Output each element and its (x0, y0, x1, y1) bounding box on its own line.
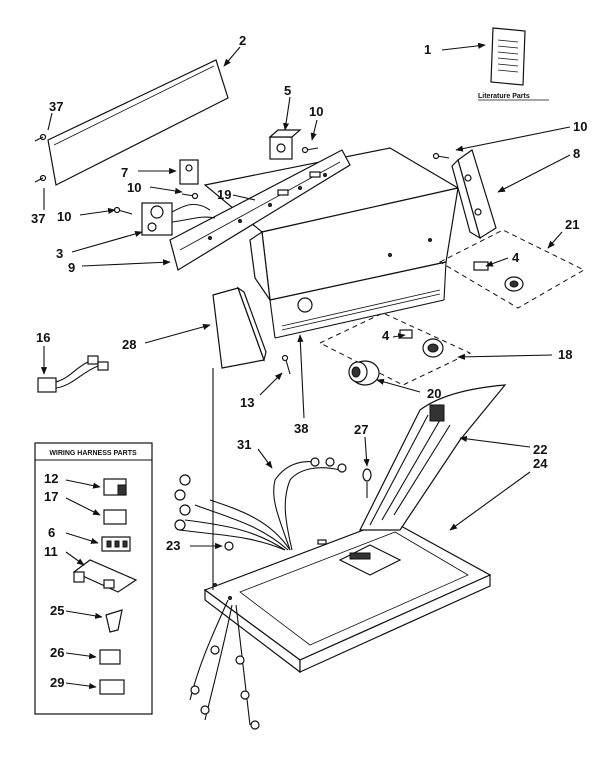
screw-10-left (181, 192, 199, 200)
callout-24: 24 (533, 456, 548, 471)
callout-4-right: 4 (512, 250, 520, 265)
callout-2: 2 (239, 33, 246, 48)
callout-10-mid: 10 (127, 180, 141, 195)
callout-18: 18 (558, 347, 572, 362)
end-cap-part (451, 149, 497, 240)
main-wire-harness-part (174, 457, 347, 730)
callout-20: 20 (427, 386, 441, 401)
end-panel-part (212, 286, 267, 369)
callout-19: 19 (217, 187, 231, 202)
callout-12: 12 (44, 471, 58, 486)
callout-17: 17 (44, 489, 58, 504)
callout-4-mid: 4 (382, 328, 390, 343)
callout-1: 1 (424, 42, 431, 57)
wiring-harness-parts-title: WIRING HARNESS PARTS (49, 450, 137, 457)
knob-group-18-box (318, 312, 472, 386)
connector-part-29 (99, 679, 125, 695)
console-back-panel-part (34, 59, 229, 186)
callout-11: 11 (44, 544, 58, 559)
timer-assembly-part (141, 202, 216, 236)
fastener-part-27 (362, 468, 372, 498)
callout-13: 13 (240, 395, 254, 410)
connector-part-12 (103, 478, 127, 496)
vent-duct-part (359, 384, 507, 531)
wiring-harness-parts-panel: WIRING HARNESS PARTS (34, 442, 153, 715)
callout-38: 38 (294, 421, 308, 436)
connector-part-17 (103, 509, 127, 525)
knob-group-21-box (438, 229, 586, 309)
callout-29: 29 (50, 675, 64, 690)
callout-7: 7 (121, 165, 128, 180)
top-panel-part (203, 519, 492, 674)
callout-10-right: 10 (573, 119, 587, 134)
callout-28: 28 (122, 337, 136, 352)
leader-lines (40, 42, 571, 690)
callout-numbers: 1 2 37 37 5 10 10 7 8 10 19 10 3 21 4 9 … (31, 33, 587, 690)
callout-37-bottom: 37 (31, 211, 45, 226)
callout-21: 21 (565, 217, 579, 232)
connector-part-26 (99, 649, 121, 665)
callout-9: 9 (68, 260, 75, 275)
literature-parts-label: Literature Parts (478, 93, 530, 100)
callout-37-top: 37 (49, 99, 63, 114)
callout-22: 22 (533, 442, 547, 457)
callout-10-left: 10 (57, 209, 71, 224)
callout-31: 31 (237, 437, 251, 452)
callout-16: 16 (36, 330, 50, 345)
knob-part-18 (399, 329, 444, 358)
connector-part-6 (101, 536, 131, 552)
callout-27: 27 (354, 422, 368, 437)
screw-13 (281, 354, 291, 375)
callout-5: 5 (284, 83, 291, 98)
screw-10-right (432, 152, 450, 160)
callout-10-top: 10 (309, 104, 323, 119)
callout-6: 6 (48, 525, 55, 540)
control-panel-strip-part (169, 149, 351, 271)
knob-part-20 (348, 360, 380, 386)
screw-10-lower-left (113, 206, 133, 215)
callout-26: 26 (50, 645, 64, 660)
fastener-part-23 (224, 541, 234, 551)
screw-10-upper (301, 146, 319, 154)
terminal-part-25 (105, 609, 123, 633)
switch-part-5 (268, 129, 302, 160)
knob-part-21 (473, 261, 524, 292)
switch-part-7 (179, 159, 199, 185)
literature-card-part (490, 27, 526, 86)
callout-23: 23 (166, 538, 180, 553)
callout-25: 25 (50, 603, 64, 618)
wire-harness-part-16 (37, 355, 109, 393)
callout-8: 8 (573, 146, 580, 161)
connector-part-11 (72, 559, 138, 593)
callout-3: 3 (56, 246, 63, 261)
